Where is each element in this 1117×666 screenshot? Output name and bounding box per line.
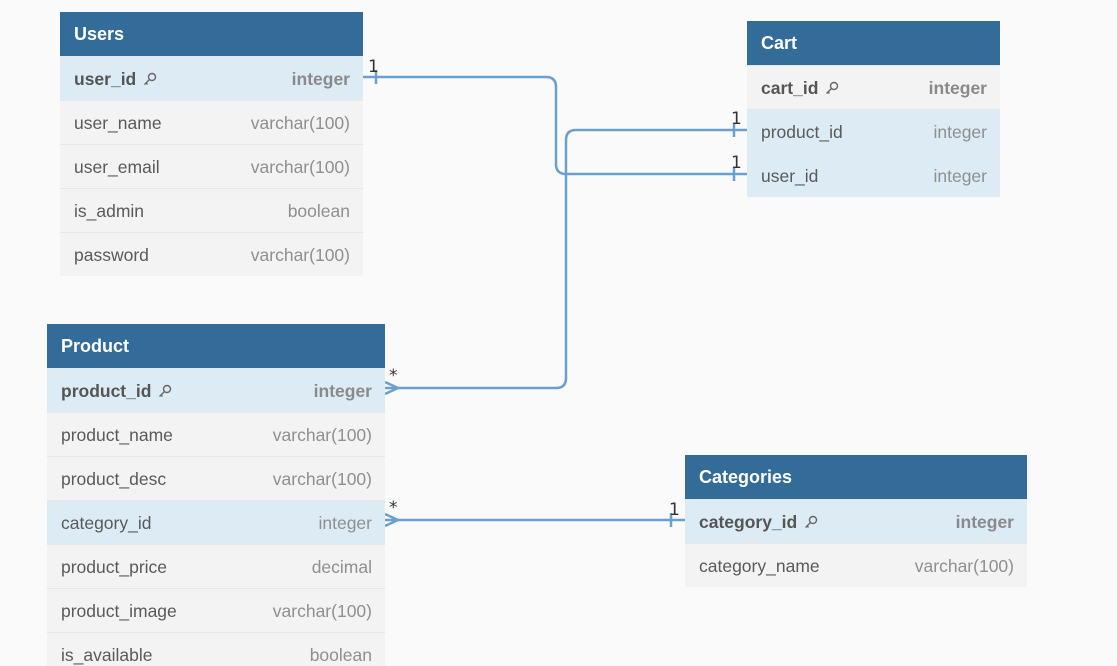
field-product-desc[interactable]: product_desc varchar(100) [47,456,385,500]
field-type: varchar(100) [250,244,350,265]
table-users[interactable]: Users user_id integer user_name varchar(… [60,12,363,276]
field-type: integer [313,380,372,401]
field-name: category_name [699,555,820,576]
field-type: integer [933,165,987,186]
field-type: varchar(100) [272,424,372,445]
field-name: product_price [61,556,168,577]
field-type: integer [318,512,372,533]
cardinality-product-categories-from: * [389,498,398,518]
field-user-email[interactable]: user_email varchar(100) [60,144,363,188]
table-categories[interactable]: Categories category_id integer category_… [685,455,1027,587]
field-category-id[interactable]: category_id integer [685,499,1027,543]
field-type: integer [291,68,350,89]
table-product[interactable]: Product product_id integer product_name … [47,324,385,666]
table-cart[interactable]: Cart cart_id integer product_id integer … [747,21,1000,197]
field-category-name[interactable]: category_name varchar(100) [685,543,1027,587]
field-type: boolean [309,644,372,665]
field-name: category_id [699,511,798,532]
table-product-title[interactable]: Product [47,324,385,368]
field-is-available[interactable]: is_available boolean [47,632,385,666]
field-product-id[interactable]: product_id integer [47,368,385,412]
key-icon [144,72,157,85]
field-type: integer [955,511,1014,532]
field-name: password [74,244,149,265]
field-type: varchar(100) [250,156,350,177]
cardinality-cart-product-from: 1 [731,109,742,129]
cardinality-users-cart-to: 1 [731,153,742,173]
field-name: user_name [74,112,162,133]
table-users-title[interactable]: Users [60,12,363,56]
key-icon [826,81,839,94]
table-categories-title[interactable]: Categories [685,455,1027,499]
field-name: cart_id [761,77,819,98]
field-type: boolean [287,200,350,221]
table-cart-title[interactable]: Cart [747,21,1000,65]
field-product-image[interactable]: product_image varchar(100) [47,588,385,632]
field-type: integer [933,121,987,142]
field-type: integer [928,77,987,98]
field-product-price[interactable]: product_price decimal [47,544,385,588]
field-type: varchar(100) [272,468,372,489]
field-product-category-id[interactable]: category_id integer [47,500,385,544]
field-name: user_id [74,68,137,89]
field-name: is_admin [74,200,145,221]
cardinality-users-cart-from: 1 [368,57,379,77]
field-name: product_image [61,600,177,621]
key-icon [805,515,818,528]
field-type: varchar(100) [250,112,350,133]
field-name: is_available [61,644,153,665]
cardinality-cart-product-to: * [389,366,398,386]
field-type: varchar(100) [914,555,1014,576]
field-cart-user-id[interactable]: user_id integer [747,153,1000,197]
link-users-cart [363,75,747,176]
link-cart-product [385,128,747,390]
field-user-id[interactable]: user_id integer [60,56,363,100]
field-name: user_id [761,165,819,186]
field-name: product_desc [61,468,167,489]
cardinality-product-categories-to: 1 [669,500,680,520]
key-icon [159,384,172,397]
field-is-admin[interactable]: is_admin boolean [60,188,363,232]
field-name: product_id [61,380,152,401]
field-name: category_id [61,512,152,533]
field-type: varchar(100) [272,600,372,621]
field-name: user_email [74,156,160,177]
field-user-name[interactable]: user_name varchar(100) [60,100,363,144]
field-name: product_id [761,121,843,142]
field-password[interactable]: password varchar(100) [60,232,363,276]
field-cart-product-id[interactable]: product_id integer [747,109,1000,153]
field-name: product_name [61,424,173,445]
field-product-name[interactable]: product_name varchar(100) [47,412,385,456]
field-cart-id[interactable]: cart_id integer [747,65,1000,109]
field-type: decimal [311,556,372,577]
